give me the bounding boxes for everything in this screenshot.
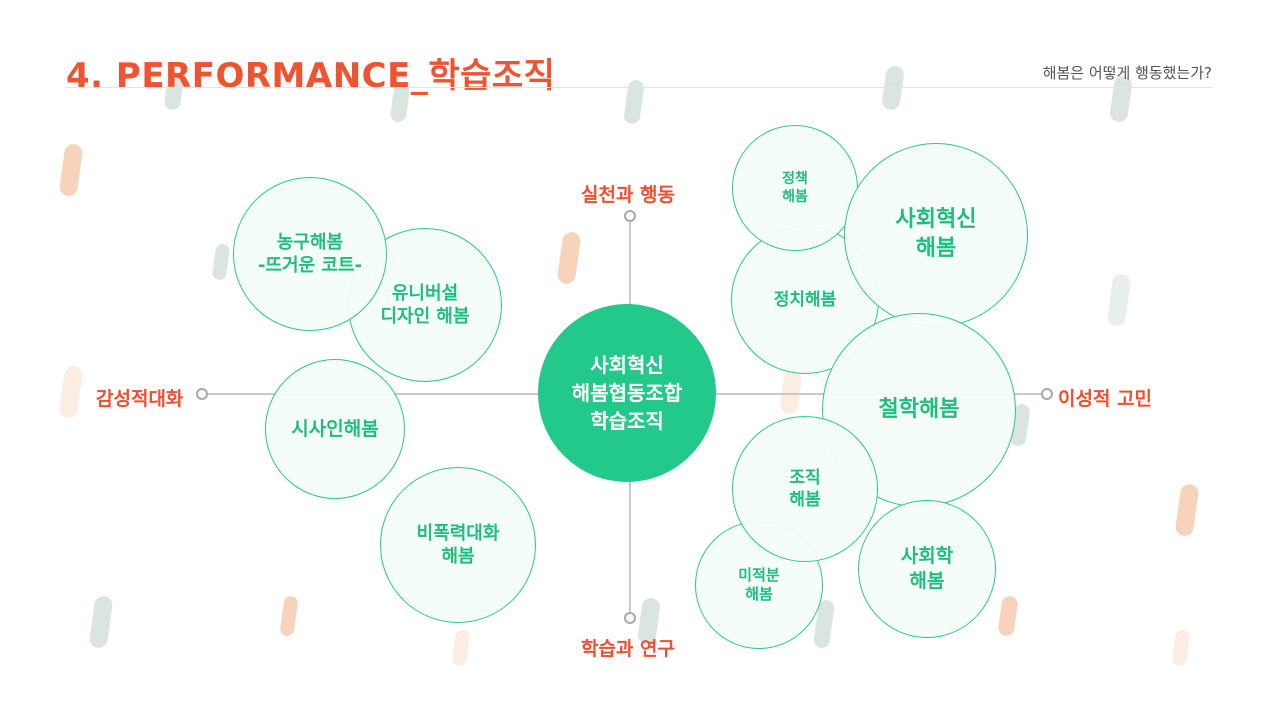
axis-end-dot-bottom <box>624 612 636 624</box>
axis-label-bottom: 학습과 연구 <box>581 638 676 660</box>
decor-stroke <box>451 629 471 667</box>
center-label: 사회혁신 해봄협동조합 학습조직 <box>571 353 683 433</box>
group-label: 사회혁신 해봄 <box>895 207 977 261</box>
group-label: 유니버설 디자인 해봄 <box>380 282 470 327</box>
group-label: 사회학 해봄 <box>900 545 954 592</box>
axis-label-left: 감성적대화 <box>96 388 184 410</box>
decor-stroke <box>556 231 582 285</box>
decor-stroke <box>211 243 231 281</box>
group-circle-policy[interactable]: 정책 해봄 <box>732 125 858 251</box>
group-label: 철학해봄 <box>878 396 960 422</box>
group-label: 시사인해봄 <box>291 417 379 440</box>
decor-stroke <box>1106 273 1132 327</box>
center-node[interactable]: 사회혁신 해봄협동조합 학습조직 <box>538 304 716 482</box>
group-label: 조직 해봄 <box>789 467 821 510</box>
group-label: 비폭력대화 해봄 <box>416 522 500 567</box>
decor-stroke <box>1174 483 1200 537</box>
group-circle-nonviolent[interactable]: 비폭력대화 해봄 <box>380 467 536 623</box>
page-subtitle: 해봄은 어떻게 행동했는가? <box>1042 64 1212 82</box>
decor-stroke <box>1171 629 1191 667</box>
axis-end-dot-left <box>196 388 208 400</box>
group-circle-sisain[interactable]: 시사인해봄 <box>265 359 405 499</box>
decor-stroke <box>881 64 905 112</box>
decor-stroke <box>623 79 645 125</box>
group-circle-sociology[interactable]: 사회학 해봄 <box>858 500 996 638</box>
decor-stroke <box>997 595 1019 637</box>
decor-stroke <box>279 595 299 637</box>
axis-label-top: 실천과 행동 <box>581 184 676 206</box>
page-title: 4. PERFORMANCE_학습조직 <box>66 56 556 96</box>
group-circle-nonggu[interactable]: 농구해봄 -뜨거운 코트- <box>233 177 387 331</box>
decor-stroke <box>779 368 803 416</box>
group-label: 정치해봄 <box>773 289 837 310</box>
decor-stroke <box>88 595 114 649</box>
title-divider <box>66 87 1212 88</box>
group-label: 정책 해봄 <box>782 170 808 205</box>
axis-end-dot-right <box>1041 388 1053 400</box>
decor-stroke <box>58 365 84 419</box>
axis-label-right: 이성적 고민 <box>1058 388 1153 410</box>
group-circle-social-innovation[interactable]: 사회혁신 해봄 <box>844 143 1028 327</box>
axis-end-dot-top <box>624 210 636 222</box>
group-label: 미적분 해봄 <box>738 565 780 604</box>
group-label: 농구해봄 -뜨거운 코트- <box>257 231 362 276</box>
group-circle-organization[interactable]: 조직 해봄 <box>732 416 878 562</box>
decor-stroke <box>58 143 84 197</box>
